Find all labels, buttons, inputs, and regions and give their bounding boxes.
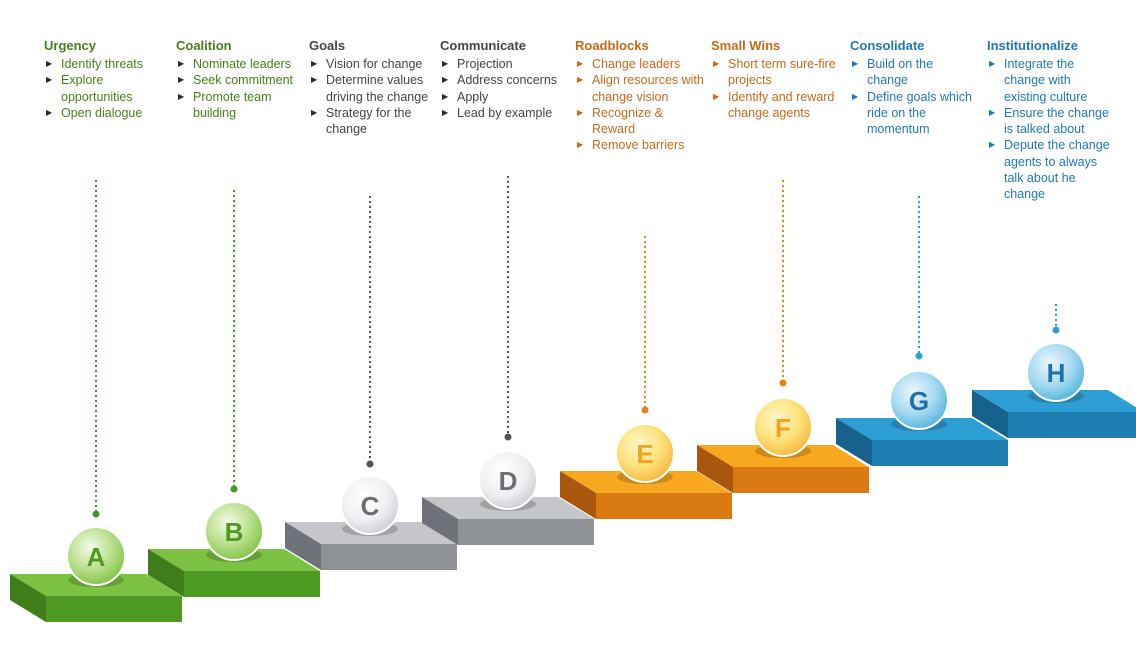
step-side-face [972,390,1008,438]
step-side-face [10,574,46,622]
connector-dot [915,352,923,360]
step-side-face [836,418,872,466]
bullet-item: Change leaders [575,56,709,73]
connector-dot [92,510,100,518]
step-b-circle [204,501,264,561]
bullet-item: Short term sure-fire projects [711,56,847,89]
bullet-list: Build on the change Define goals which r… [850,56,975,137]
connector-dot [230,485,238,493]
step-f-circle [753,397,813,457]
step-a-letter: A [87,542,106,572]
step-f-text: Small Wins Short term sure-fire projects… [711,38,847,121]
bullet-item: Integrate the change with existing cultu… [987,56,1115,105]
step-front-face [596,493,732,519]
bullet-item: Seek commitment [176,72,306,89]
bullet-item: Strategy for the change [309,105,439,138]
step-c-letter: C [361,491,380,521]
step-title: Goals [309,38,346,53]
step-e-circle [615,423,675,483]
step-front-face [321,544,457,570]
bullet-item: Vision for change [309,56,439,73]
bullet-item: Open dialogue [44,105,174,122]
bullet-item: Identify and reward change agents [711,89,847,122]
bullet-item: Identify threats [44,56,174,73]
step-side-face [148,549,184,597]
step-title: Coalition [176,38,232,53]
bullet-list: Integrate the change with existing cultu… [987,56,1115,203]
step-f-letter: F [775,413,791,443]
bullet-list: Change leaders Align resources with chan… [575,56,709,154]
bullet-item: Projection [440,56,572,73]
bullet-item: Remove barriers [575,137,709,154]
connector-dot [641,406,649,414]
step-title: Institutionalize [987,38,1078,53]
step-b-block [148,549,320,597]
bullet-item: Recognize & Reward [575,105,709,138]
step-side-face [285,522,321,570]
bullet-item: Promote team building [176,89,306,122]
step-front-face [1008,412,1136,438]
bullet-item: Define goals which ride on the momentum [850,89,975,138]
step-front-face [46,596,182,622]
step-title: Urgency [44,38,97,53]
step-f-block [697,445,869,493]
step-g-letter: G [909,386,929,416]
connector-dot [1052,326,1060,334]
bullet-list: Identify threats Explore opportunities O… [44,56,174,121]
bullet-item: Depute the change agents to always talk … [987,137,1115,202]
bullet-item: Ensure the change is talked about [987,105,1115,138]
step-h-text: Institutionalize Integrate the change wi… [987,38,1115,203]
step-e-text: Roadblocks Change leaders Align resource… [575,38,709,154]
step-front-face [872,440,1008,466]
bullet-item: Address concerns [440,72,572,89]
step-title: Communicate [440,38,526,53]
step-front-face [184,571,320,597]
bullet-list: Projection Address concerns Apply Lead b… [440,56,572,121]
step-e-letter: E [636,439,653,469]
step-d-letter: D [499,466,518,496]
step-c-circle [340,475,400,535]
step-side-face [422,497,458,545]
bullet-item: Build on the change [850,56,975,89]
bullet-item: Explore opportunities [44,72,174,105]
bullet-list: Short term sure-fire projects Identify a… [711,56,847,121]
step-b-letter: B [225,517,244,547]
step-front-face [733,467,869,493]
step-g-text: Consolidate Build on the change Define g… [850,38,975,137]
step-title: Roadblocks [575,38,649,53]
bullet-item: Determine values driving the change [309,72,439,105]
step-title: Consolidate [850,38,925,53]
bullet-list: Nominate leaders Seek commitment Promote… [176,56,306,121]
step-title: Small Wins [711,38,781,53]
step-a-circle [66,526,126,586]
step-b-text: Coalition Nominate leaders Seek commitme… [176,38,306,121]
step-front-face [458,519,594,545]
step-g-circle [889,370,949,430]
bullet-item: Lead by example [440,105,572,122]
step-d-circle [478,450,538,510]
bullet-item: Nominate leaders [176,56,306,73]
connector-dot [779,379,787,387]
step-side-face [560,471,596,519]
step-h-letter: H [1047,358,1066,388]
bullet-item: Apply [440,89,572,106]
step-h-circle [1026,342,1086,402]
connector-dot [504,433,512,441]
step-side-face [697,445,733,493]
step-a-text: Urgency Identify threats Explore opportu… [44,38,174,121]
connector-dot [366,460,374,468]
bullet-list: Vision for change Determine values drivi… [309,56,439,137]
step-c-text: Goals Vision for change Determine values… [309,38,439,137]
bullet-item: Align resources with change vision [575,72,709,105]
step-d-text: Communicate Projection Address concerns … [440,38,572,121]
